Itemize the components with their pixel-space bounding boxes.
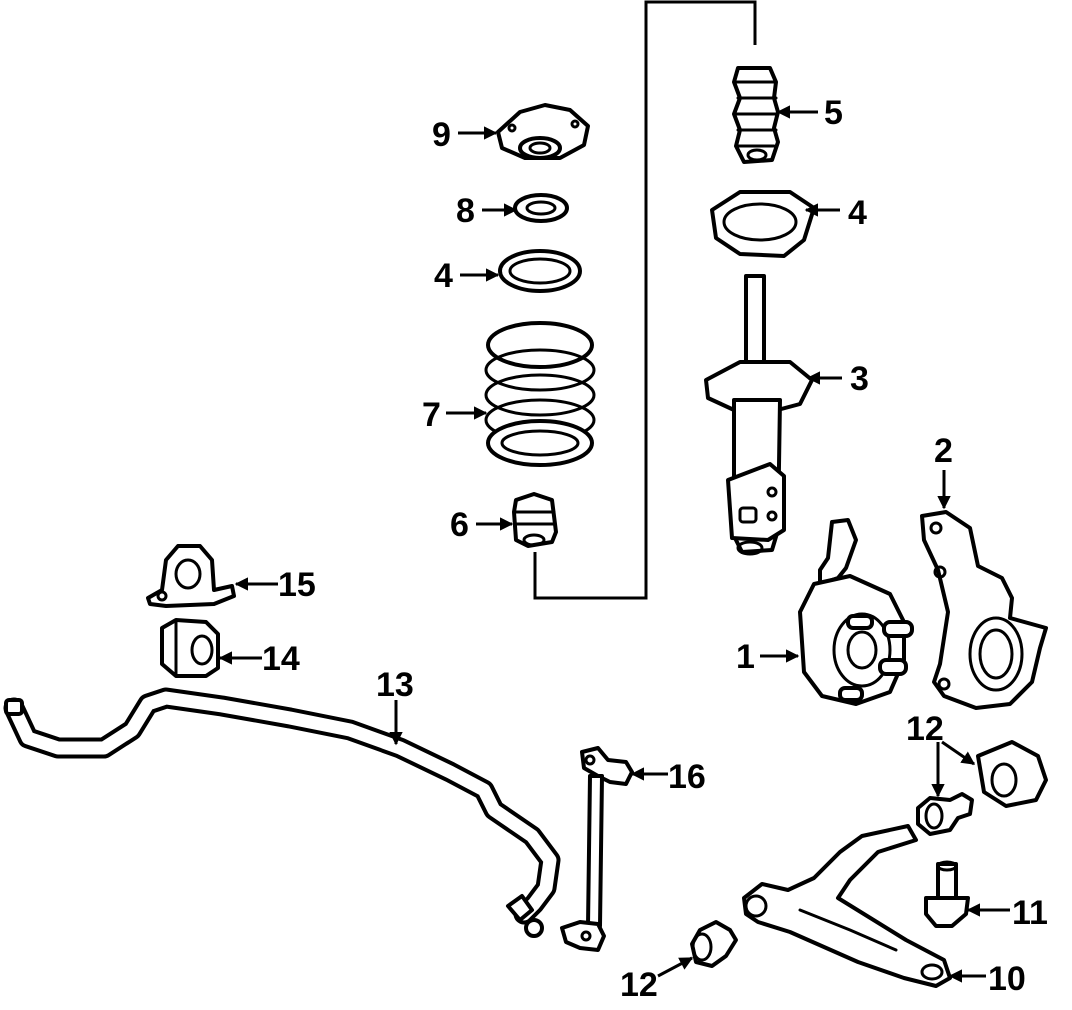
- leader-arrows: [218, 105, 1010, 983]
- control-arm-bolt: [924, 860, 970, 928]
- callout-15: 15: [278, 566, 316, 604]
- callout-11: 11: [1012, 894, 1048, 932]
- strut-assembly: [704, 274, 814, 556]
- stabilizer-bar: [3, 687, 561, 938]
- spring-insulator-right: [710, 190, 816, 258]
- callout-4-right: 4: [848, 194, 867, 232]
- callout-5: 5: [824, 94, 843, 132]
- callout-12-upper: 12: [906, 710, 944, 748]
- dust-boot: [732, 66, 780, 164]
- callout-13: 13: [376, 666, 414, 704]
- wheel-hub: [798, 518, 914, 706]
- control-arm-bushing-front-upper: [916, 792, 974, 836]
- callout-9: 9: [432, 116, 451, 154]
- callout-10: 10: [988, 960, 1026, 998]
- lower-control-arm: [742, 824, 952, 988]
- leader-12-lower: [657, 956, 694, 978]
- callout-3: 3: [850, 360, 869, 398]
- callout-14: 14: [262, 640, 300, 678]
- control-arm-bushing-rear: [976, 740, 1048, 808]
- callout-labels: 9 8 4 7 6 5 4 3 2 1 15 14 13 16 12 11 10…: [262, 94, 1048, 1004]
- callout-8: 8: [456, 192, 475, 230]
- bump-stop: [512, 492, 558, 548]
- stabilizer-link: [560, 746, 634, 952]
- stabilizer-bar-bushing: [160, 618, 220, 678]
- assembly-bracket-line: [533, 0, 757, 600]
- callout-2: 2: [934, 432, 953, 470]
- upper-strut-mount: [496, 103, 590, 160]
- callout-7: 7: [422, 396, 441, 434]
- leader-12-upper-a: [941, 740, 976, 766]
- callout-1: 1: [736, 638, 755, 676]
- steering-knuckle: [920, 510, 1048, 710]
- stabilizer-bar-bracket: [146, 544, 236, 608]
- control-arm-bushing-lower: [690, 920, 738, 968]
- callout-4-left: 4: [434, 257, 453, 295]
- callout-16: 16: [668, 758, 706, 796]
- callout-12-lower: 12: [620, 966, 658, 1004]
- spring-insulator-left: [498, 249, 582, 293]
- coil-spring: [484, 321, 596, 467]
- callout-6: 6: [450, 506, 469, 544]
- strut-bearing: [513, 193, 569, 223]
